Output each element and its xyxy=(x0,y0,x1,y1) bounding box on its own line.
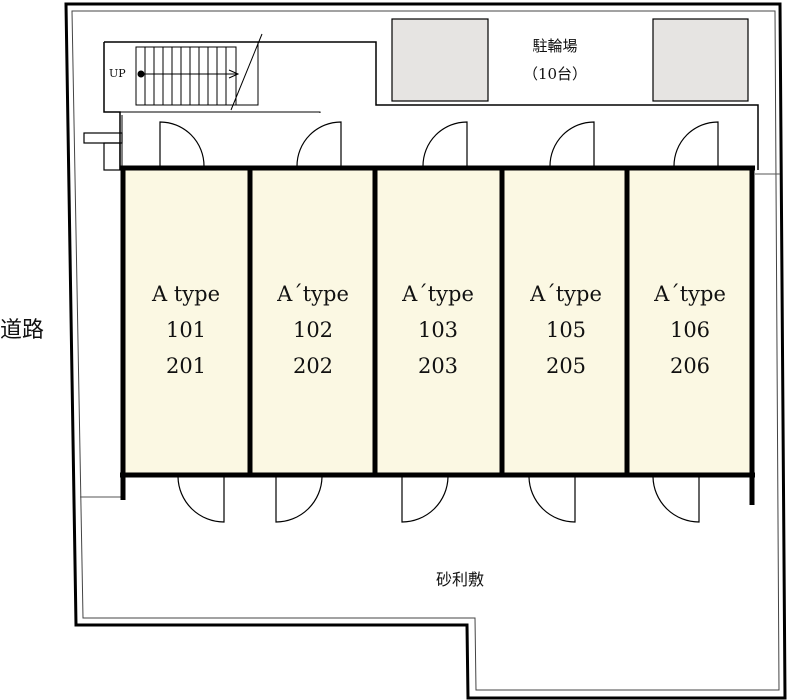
unit-101-201 xyxy=(124,170,248,473)
unit-label-1: A type 101 201 xyxy=(124,276,248,384)
setback-line xyxy=(71,10,780,691)
bike-rack-right xyxy=(652,18,749,102)
unit-102-202 xyxy=(251,170,373,473)
north-doors xyxy=(159,121,719,168)
unit-label-3: A´type 103 203 xyxy=(376,276,500,384)
unit-number-upper: 201 xyxy=(165,354,207,378)
unit-106-206 xyxy=(628,170,752,473)
building-walls xyxy=(120,165,755,505)
unit-number-lower: 105 xyxy=(545,318,587,342)
unit-label-2: A´type 102 202 xyxy=(251,276,375,384)
stair-up-label: UP xyxy=(109,67,126,80)
unit-number-lower: 101 xyxy=(165,318,207,342)
unit-number-lower: 103 xyxy=(417,318,459,342)
road-label: 道路 xyxy=(0,318,45,343)
unit-105-205 xyxy=(504,170,625,473)
unit-label-5: A´type 106 206 xyxy=(628,276,752,384)
unit-type: A´type xyxy=(530,282,602,306)
unit-label-4: A´type 105 205 xyxy=(504,276,628,384)
unit-number-lower: 106 xyxy=(669,318,711,342)
corridor-inner xyxy=(104,111,321,170)
south-doors xyxy=(177,475,700,523)
gravel-label: 砂利敷 xyxy=(435,570,484,589)
unit-103-203 xyxy=(376,170,501,473)
site-boundary xyxy=(64,2,787,700)
unit-type: A´type xyxy=(654,282,726,306)
unit-number-upper: 203 xyxy=(417,354,459,378)
unit-number-lower: 102 xyxy=(292,318,334,342)
unit-type: A´type xyxy=(402,282,474,306)
bike-rack-left xyxy=(391,18,489,102)
bicycle-parking-label: 駐輪場 xyxy=(532,37,578,55)
units xyxy=(124,170,752,473)
unit-number-upper: 205 xyxy=(545,354,587,378)
entry-rail xyxy=(83,132,123,171)
staircase xyxy=(135,33,263,111)
unit-type: A´type xyxy=(277,282,349,306)
unit-number-upper: 202 xyxy=(292,354,334,378)
bicycle-capacity-label: （10台） xyxy=(522,65,588,83)
unit-number-upper: 206 xyxy=(669,354,711,378)
unit-type: A type xyxy=(151,282,220,306)
